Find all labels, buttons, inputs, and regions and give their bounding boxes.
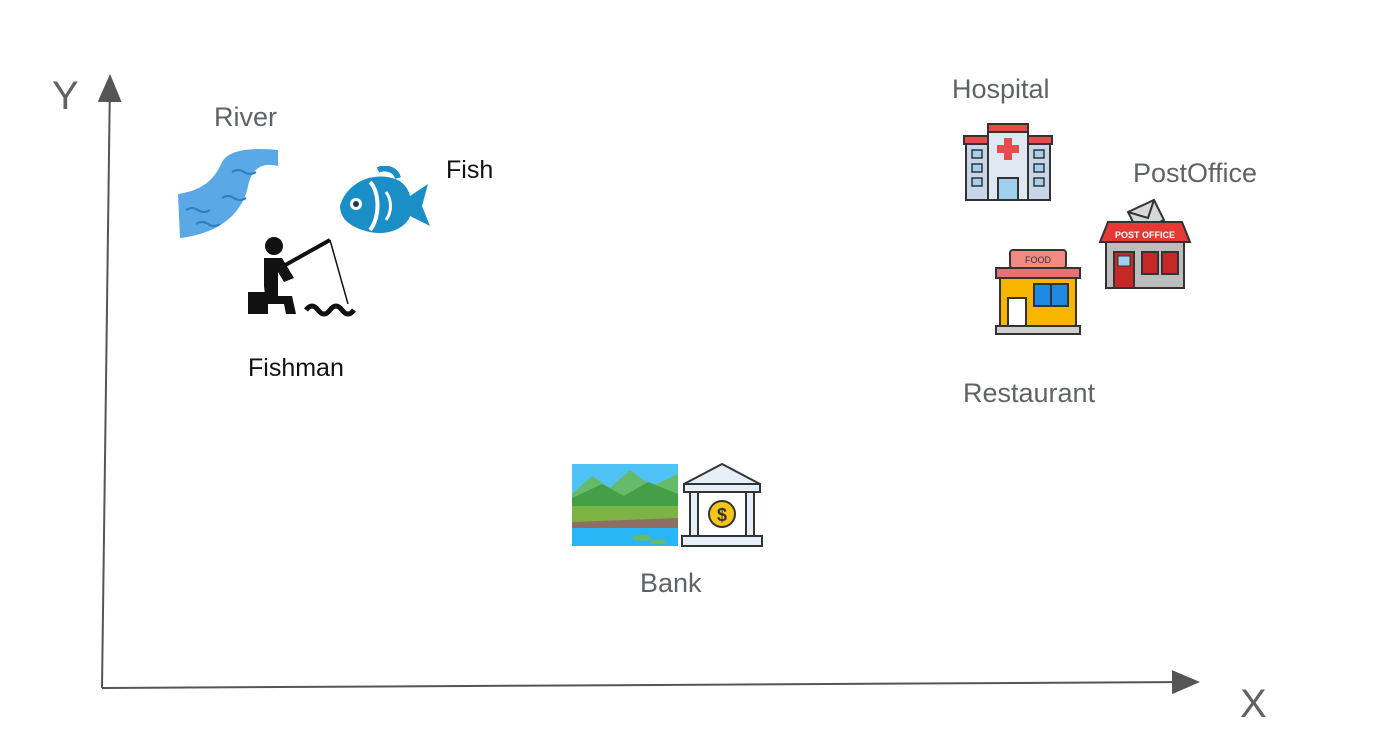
x-axis-label: X: [1240, 682, 1267, 726]
fish-label: Fish: [446, 156, 494, 184]
bank-icon: $: [681, 462, 763, 547]
y-axis: [97, 74, 122, 689]
restaurant-sign: FOOD: [1025, 255, 1051, 265]
fisherman-icon: [248, 237, 356, 317]
postoffice-label: PostOffice: [1133, 158, 1258, 188]
restaurant-icon: FOOD: [995, 249, 1081, 335]
restaurant-label: Restaurant: [963, 378, 1096, 408]
riverbank-landscape-icon: [572, 464, 678, 546]
bank-label: Bank: [640, 568, 702, 598]
hospital-icon: [963, 123, 1053, 201]
hospital-label: Hospital: [952, 74, 1050, 104]
bank-dollar-symbol: $: [717, 505, 727, 525]
fishman-label: Fishman: [248, 354, 344, 382]
river-label: River: [214, 102, 278, 132]
post-office-icon: POST OFFICE: [1098, 198, 1192, 289]
y-axis-label: Y: [52, 74, 79, 118]
x-axis: [101, 670, 1200, 695]
river-icon: [178, 149, 278, 238]
fish-icon: [340, 166, 430, 234]
post-office-sign: POST OFFICE: [1115, 230, 1175, 240]
